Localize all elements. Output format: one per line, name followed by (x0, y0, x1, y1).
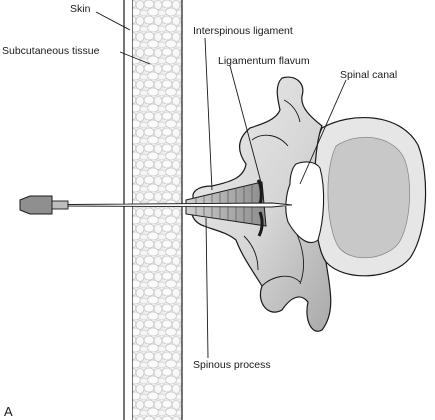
spinal-canal (285, 161, 325, 244)
vertebral-body (311, 117, 427, 277)
subcutaneous-tissue-band (131, 0, 183, 420)
label-subcutaneous-tissue: Subcutaneous tissue (2, 45, 100, 57)
label-interspinous-ligament: Interspinous ligament (193, 25, 293, 37)
ligamentum-flavum (256, 179, 264, 237)
epidural-needle (19, 195, 293, 215)
label-spinal-canal: Spinal canal (340, 69, 397, 81)
label-ligamentum-flavum: Ligamentum flavum (218, 55, 310, 67)
panel-letter: A (4, 404, 13, 419)
label-spinous-process: Spinous process (193, 359, 271, 371)
label-leader-lines (95, 11, 347, 359)
label-skin: Skin (70, 3, 91, 15)
skin-layer (123, 0, 132, 420)
